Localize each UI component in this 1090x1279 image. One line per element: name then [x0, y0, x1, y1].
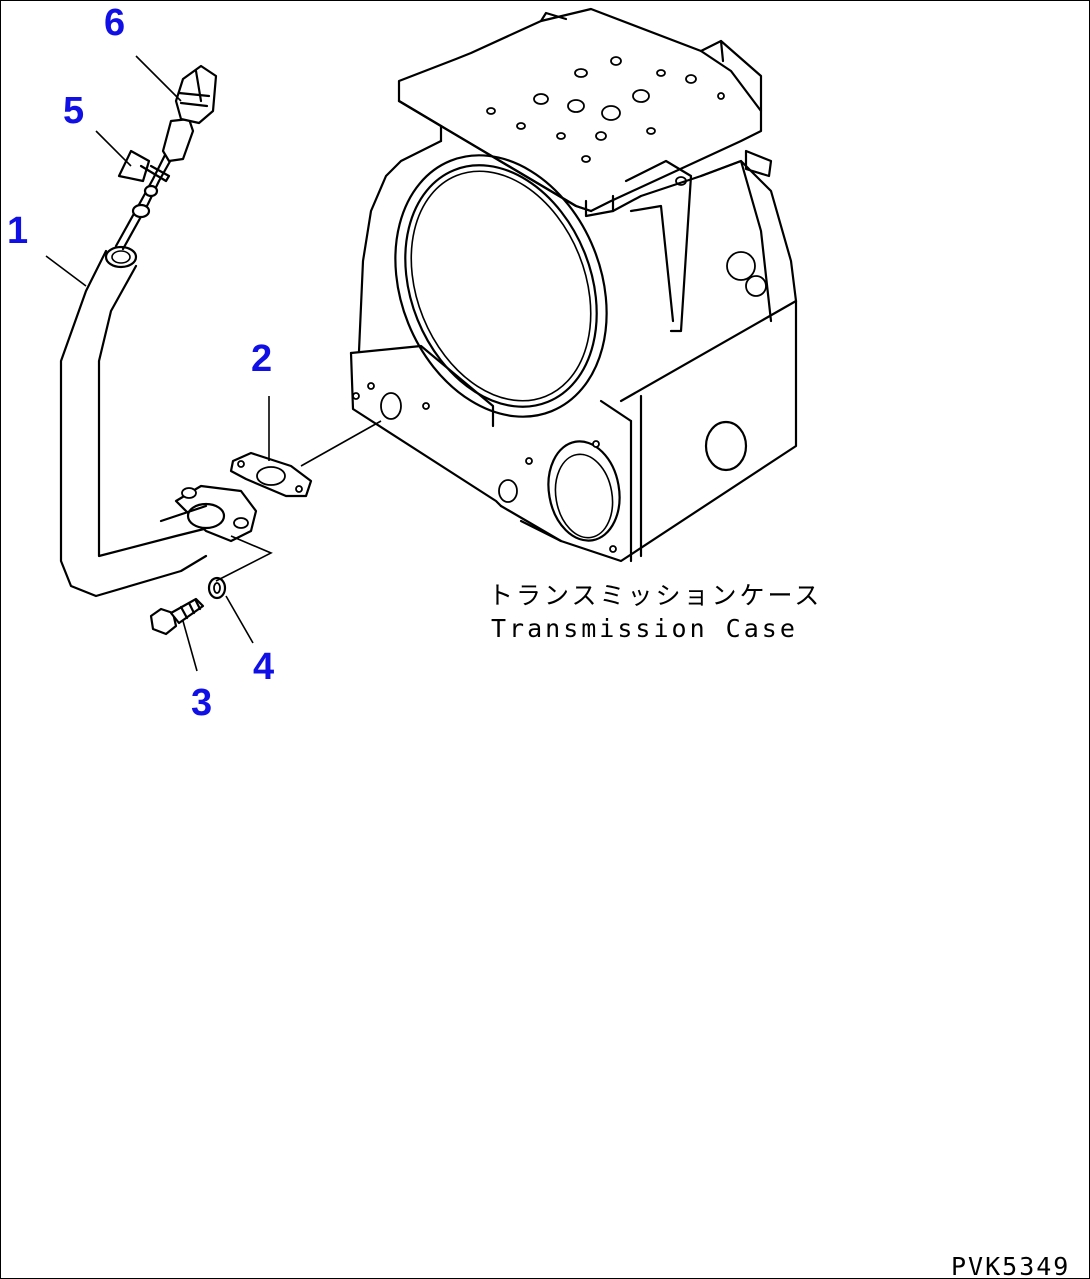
callout-3: 3 — [191, 682, 212, 724]
callout-1: 1 — [7, 210, 28, 252]
temperature-sensor — [114, 64, 218, 251]
gasket — [229, 451, 313, 498]
top-plate-holes — [486, 56, 725, 186]
bolt — [149, 597, 205, 636]
pipe-assembly — [59, 245, 258, 598]
leader-lines — [45, 55, 382, 672]
transmission-case — [349, 7, 798, 563]
clip — [117, 149, 171, 183]
callout-5: 5 — [63, 90, 84, 132]
callout-6: 6 — [104, 2, 125, 44]
component-label-english: Transmission Case — [491, 614, 798, 643]
component-label-japanese: トランスミッションケース — [488, 581, 822, 610]
washer — [207, 576, 227, 600]
callout-4: 4 — [253, 646, 274, 688]
callout-2: 2 — [251, 338, 272, 380]
drawing-code: PVK5349 — [951, 1252, 1070, 1278]
